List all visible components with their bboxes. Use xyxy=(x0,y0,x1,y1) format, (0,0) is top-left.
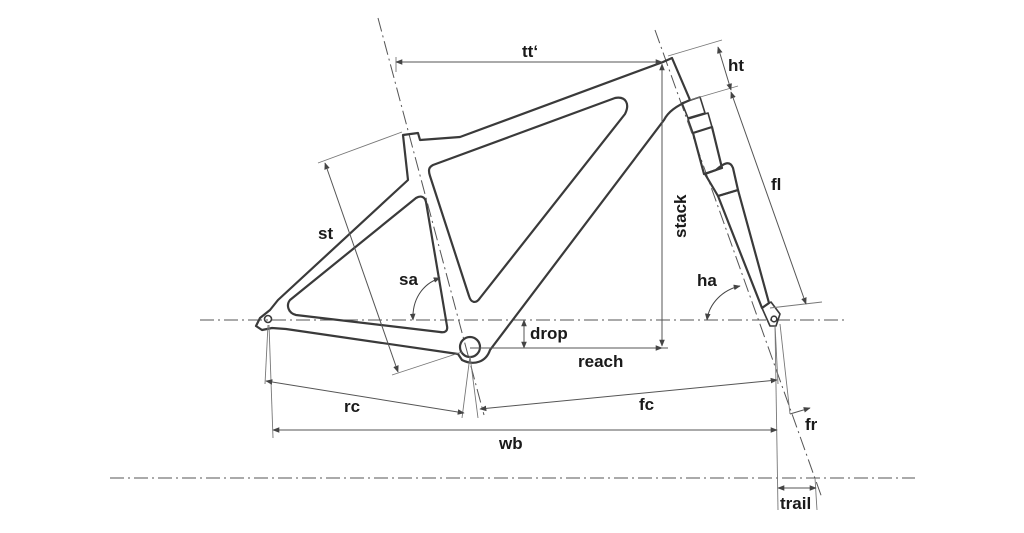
label-reach: reach xyxy=(578,352,623,371)
front-triangle xyxy=(427,96,629,303)
dimension-labels: tt‘ ht fl st stack sa ha drop reach rc f… xyxy=(318,42,818,513)
label-fl: fl xyxy=(771,175,781,194)
sa-arc xyxy=(409,277,441,321)
label-stack: stack xyxy=(671,194,690,238)
fc-dimension xyxy=(479,377,778,412)
fl-dimension xyxy=(730,91,807,305)
rear-dropout xyxy=(263,314,273,324)
fork-upper-leg xyxy=(691,125,724,176)
steering-axis xyxy=(654,29,823,499)
fr-dimension xyxy=(789,407,811,415)
label-rc: rc xyxy=(344,397,360,416)
bottom-bracket-shell xyxy=(458,335,482,359)
seat-tube-axis xyxy=(377,17,485,416)
ht-dimension xyxy=(717,46,732,91)
front-dropout xyxy=(761,301,781,327)
label-fr: fr xyxy=(805,415,818,434)
label-ha: ha xyxy=(697,271,717,290)
label-ht: ht xyxy=(728,56,744,75)
label-drop: drop xyxy=(530,324,568,343)
label-sa: sa xyxy=(399,270,418,289)
st-dimension xyxy=(324,162,399,373)
bike-frame xyxy=(254,56,781,364)
label-tt: tt‘ xyxy=(522,42,538,61)
fork-slider xyxy=(716,188,771,310)
label-wb: wb xyxy=(498,434,523,453)
rc-dimension xyxy=(265,379,465,415)
label-trail: trail xyxy=(780,494,811,513)
ha-arc xyxy=(705,284,741,321)
rear-triangle xyxy=(286,195,449,334)
label-fc: fc xyxy=(639,395,654,414)
label-st: st xyxy=(318,224,333,243)
front-axle xyxy=(770,315,778,323)
dimensions xyxy=(264,39,823,511)
